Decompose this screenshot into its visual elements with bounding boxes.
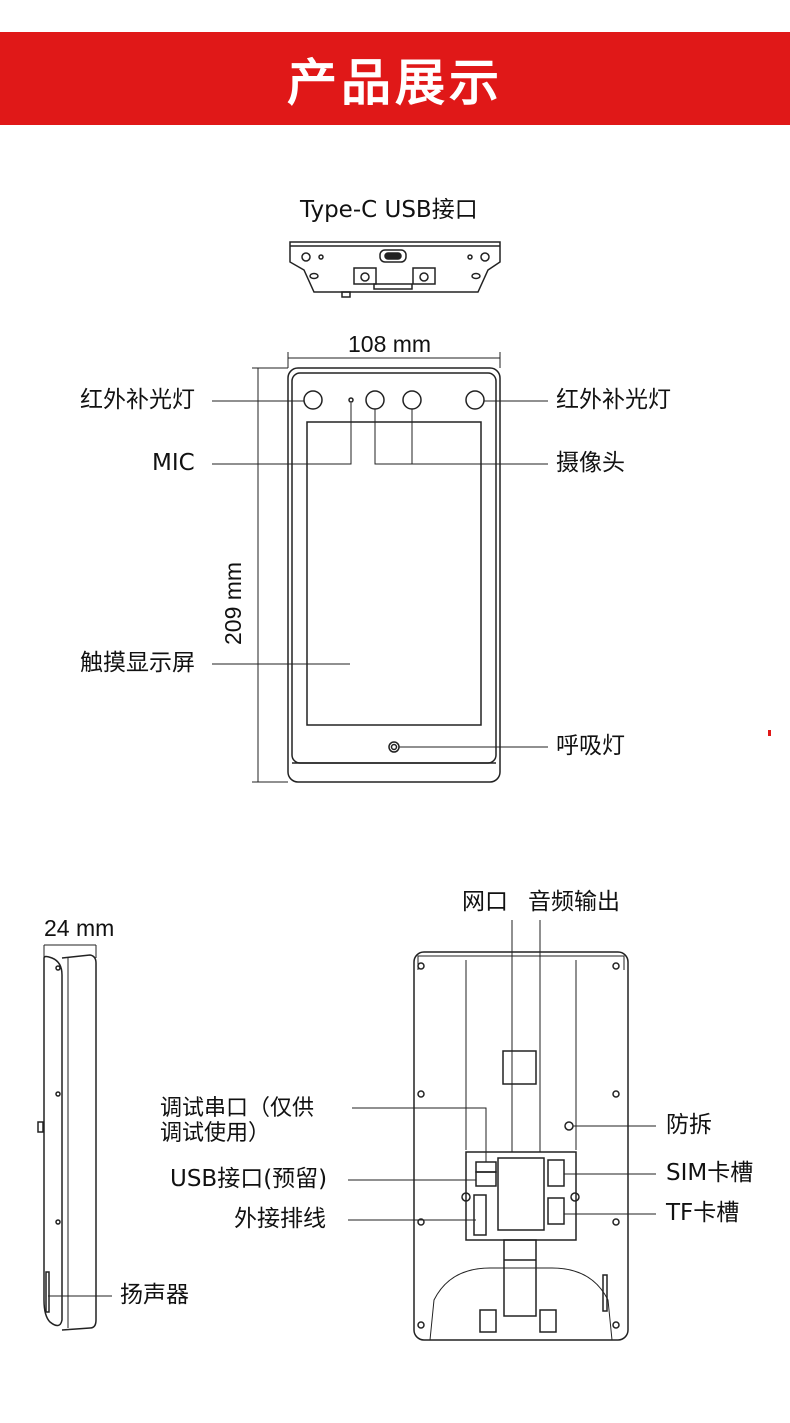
debug-serial-label-line2: 调试使用） xyxy=(160,1121,271,1146)
ir-light-right-label: 红外补光灯 xyxy=(556,387,671,413)
mic-label: MIC xyxy=(152,450,195,476)
front-view-drawing xyxy=(212,352,548,783)
audio-out-label: 音频输出 xyxy=(528,889,620,915)
header-banner: 产品展示 xyxy=(0,32,790,125)
sim-slot-label: SIM卡槽 xyxy=(666,1160,754,1186)
external-cable-label: 外接排线 xyxy=(234,1206,326,1232)
touchscreen-label: 触摸显示屏 xyxy=(80,650,195,676)
debug-serial-label-line1: 调试串口（仅供 xyxy=(160,1096,315,1121)
type-c-usb-label: Type-C USB接口 xyxy=(300,197,478,223)
camera-label: 摄像头 xyxy=(556,450,625,476)
ir-light-left-label: 红外补光灯 xyxy=(80,387,195,413)
breathing-light-label: 呼吸灯 xyxy=(556,733,625,759)
width-dimension: 108 mm xyxy=(348,331,432,357)
side-view-drawing xyxy=(37,944,112,1331)
back-view-drawing xyxy=(348,920,656,1341)
usb-reserved-label: USB接口(预留) xyxy=(170,1166,328,1192)
depth-dimension: 24 mm xyxy=(44,915,115,941)
network-port-label: 网口 xyxy=(462,889,508,915)
tf-slot-label: TF卡槽 xyxy=(666,1200,740,1226)
height-dimension: 209 mm xyxy=(220,561,246,645)
top-view-drawing xyxy=(289,241,501,298)
red-mark xyxy=(768,730,771,736)
banner-title: 产品展示 xyxy=(287,53,503,112)
tamper-label: 防拆 xyxy=(666,1112,712,1138)
speaker-label: 扬声器 xyxy=(120,1282,189,1308)
